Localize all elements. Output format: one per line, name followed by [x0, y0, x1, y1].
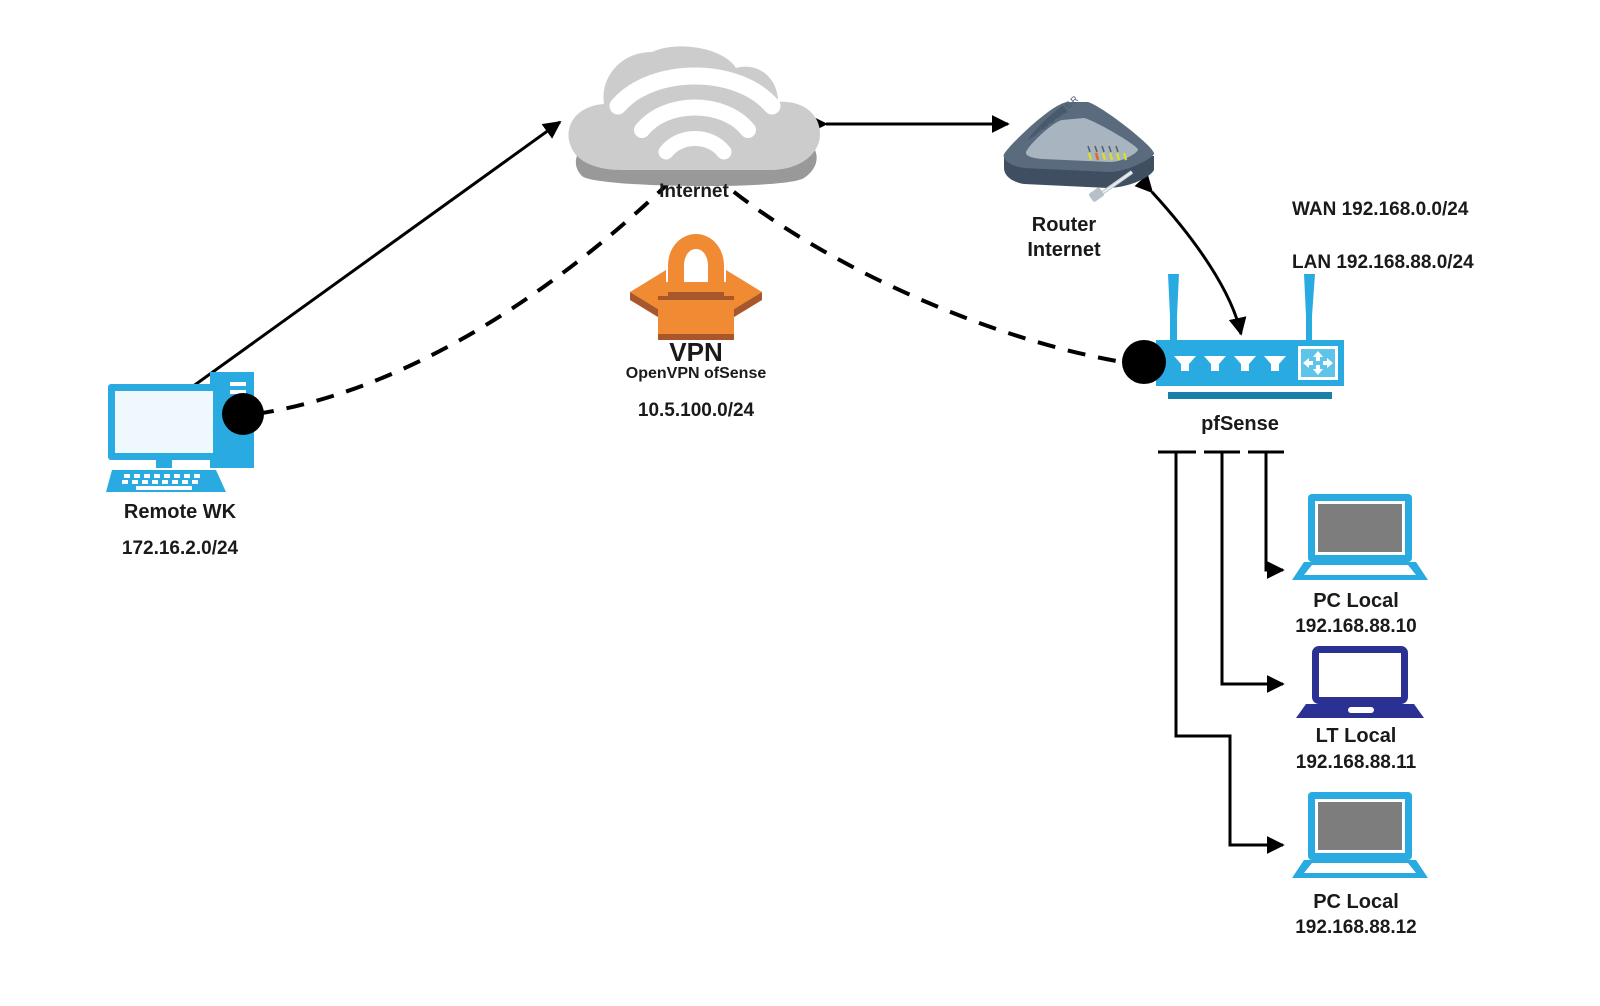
node-router[interactable]: ROUTER [990, 93, 1170, 211]
link-pfsense-pc-local-2 [1174, 452, 1285, 854]
pfsense-wan-label: WAN 192.168.0.0/24 [1292, 199, 1469, 220]
node-pc-local-2[interactable] [1290, 790, 1430, 887]
pc-local-2-ip: 192.168.88.12 [1295, 917, 1417, 938]
pc-local-2-label: PC Local [1313, 891, 1399, 913]
desktop-pc-icon [106, 372, 254, 492]
node-pfsense[interactable] [1152, 272, 1352, 417]
cloud-label: Internet [659, 181, 729, 202]
node-pc-local-1[interactable] [1290, 492, 1430, 589]
vpn-subtitle: OpenVPN ofSense [625, 365, 767, 382]
pfsense-label: pfSense [1201, 413, 1279, 435]
remote-wk-vpn-endpoint-dot [222, 393, 264, 435]
wireless-router-icon [1156, 274, 1344, 399]
router-label-line2: Internet [1027, 239, 1101, 261]
vpn-padlock-icon [630, 234, 762, 340]
router-icon: ROUTER [1003, 93, 1155, 202]
router-label-line1: Router [1031, 214, 1097, 236]
link-pfsense-lt-local [1220, 452, 1285, 693]
cloud-wifi-icon [568, 46, 820, 187]
vpn-title: VPN [669, 337, 723, 367]
link-router-pfsense [1134, 173, 1247, 336]
link-remote-wk-internet [166, 120, 562, 409]
link-vpn-tunnel-right [708, 170, 1123, 364]
pc-local-1-label: PC Local [1313, 590, 1399, 612]
node-lt-local[interactable] [1292, 644, 1428, 727]
remote-wk-subnet: 172.16.2.0/24 [121, 538, 239, 559]
remote-wk-label: Remote WK [123, 501, 237, 523]
node-remote-wk[interactable] [106, 368, 258, 501]
link-pfsense-pc-local-1 [1264, 452, 1285, 579]
node-internet-cloud[interactable] [560, 38, 830, 195]
laptop-icon [1296, 646, 1424, 718]
lt-local-ip: 192.168.88.11 [1295, 752, 1417, 773]
pc-local-1-ip: 192.168.88.10 [1295, 616, 1417, 637]
pfsense-vpn-endpoint-dot [1122, 340, 1166, 384]
laptop-icon [1292, 494, 1428, 580]
node-vpn[interactable] [620, 230, 772, 357]
lt-local-label: LT Local [1315, 725, 1397, 747]
vpn-subnet: 10.5.100.0/24 [637, 400, 755, 421]
laptop-icon [1292, 792, 1428, 878]
link-vpn-tunnel-left [255, 174, 678, 416]
pfsense-lan-label: LAN 192.168.88.0/24 [1292, 252, 1474, 273]
